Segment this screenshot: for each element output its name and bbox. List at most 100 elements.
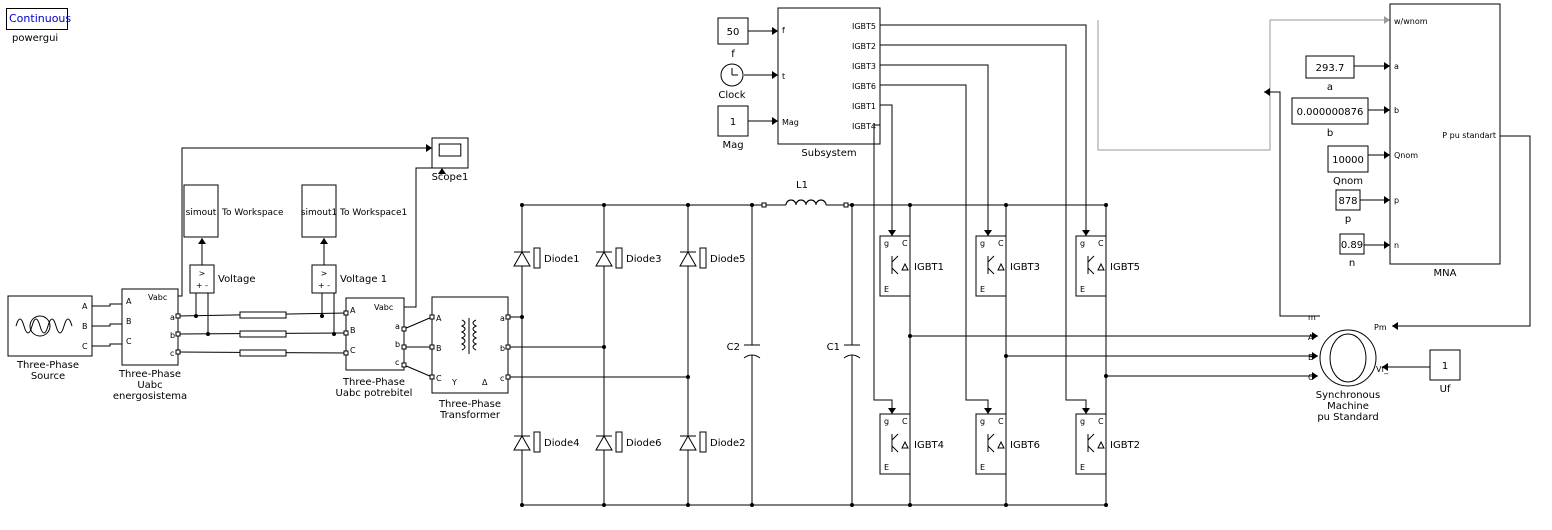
diode6-block[interactable]: Diode6 — [595, 431, 661, 453]
junction — [908, 503, 912, 507]
wire — [880, 44, 1087, 414]
terminal — [343, 330, 349, 336]
diode3-block[interactable]: Diode3 — [595, 247, 661, 269]
diode5-block[interactable]: Diode5 — [679, 247, 745, 269]
voltage-measurement-block[interactable]: >+ -Voltage — [189, 264, 256, 294]
port-label: g — [1080, 417, 1085, 426]
port-label: w/wnom — [1394, 17, 1428, 26]
line-impedance[interactable] — [239, 349, 287, 357]
arrow-icon — [1312, 332, 1318, 340]
snubber — [615, 431, 623, 453]
y-symbol: Y — [451, 378, 457, 387]
terminal — [175, 331, 181, 337]
constant-value: 50 — [727, 27, 740, 38]
arrow-icon — [1384, 196, 1390, 204]
voltage-measurement1-block[interactable]: >+ -Voltage 1 — [311, 264, 387, 294]
diode2-block[interactable]: Diode2 — [679, 431, 745, 453]
constant-uf[interactable]: 1Uf — [1429, 349, 1461, 395]
mna-label: MNA — [1434, 268, 1457, 279]
port-label: C — [1098, 417, 1104, 426]
constant-label: f — [731, 49, 735, 60]
port-label: C — [126, 337, 132, 346]
diode4-block[interactable]: Diode4 — [513, 431, 579, 453]
line-impedance[interactable] — [239, 330, 287, 338]
wire — [880, 24, 1087, 236]
arrow-icon — [888, 408, 896, 414]
constant-value: 878 — [1338, 196, 1357, 207]
port-label: g — [884, 239, 889, 248]
terminal — [505, 344, 511, 350]
scope1-block[interactable]: Scope1 — [431, 137, 469, 183]
block-body — [1389, 3, 1501, 265]
arrow-icon — [984, 230, 992, 236]
snubber — [533, 247, 541, 269]
arrow-icon — [1384, 16, 1390, 24]
port-label: A — [126, 297, 132, 306]
inductor-label: L1 — [796, 180, 808, 191]
arrow-icon — [1312, 372, 1318, 380]
meter1-label: energosistema — [113, 391, 187, 402]
wire — [178, 147, 432, 297]
port-label: IGBT6 — [852, 82, 876, 91]
port-label: C — [1098, 239, 1104, 248]
delta-symbol: Δ — [482, 378, 488, 387]
port-label: c — [395, 358, 399, 367]
port-label: C — [902, 417, 908, 426]
block-body — [777, 7, 881, 145]
powergui-block[interactable]: Continuous — [6, 8, 71, 30]
source-label: Three-Phase — [16, 360, 79, 371]
constant-a[interactable]: 293.7a — [1305, 55, 1355, 93]
igbt-label: IGBT6 — [1010, 440, 1040, 451]
port-label: m — [1308, 313, 1316, 322]
transformer-label: Transformer — [439, 410, 501, 421]
port-label: c — [170, 349, 174, 358]
port-label: g — [1080, 239, 1085, 248]
port-label: t — [782, 72, 785, 81]
line-impedance[interactable] — [239, 311, 287, 319]
winding-icon — [472, 319, 478, 351]
capacitor-c1[interactable]: C1 — [827, 342, 861, 359]
port-label: E — [884, 285, 889, 294]
measure-symbol: > — [199, 269, 206, 278]
diode1-block[interactable]: Diode1 — [513, 247, 579, 269]
capacitor-c2[interactable]: C2 — [727, 342, 761, 359]
constant-n[interactable]: 0.89n — [1339, 233, 1365, 269]
measure-symbol: > — [321, 269, 328, 278]
port-label: b — [170, 331, 175, 340]
wire — [880, 104, 893, 236]
meter2-label: Uabc potrebitel — [336, 388, 413, 399]
wire — [1087, 445, 1095, 453]
constant-f[interactable]: 50 f — [717, 17, 749, 60]
snubber — [533, 431, 541, 453]
junction — [602, 503, 606, 507]
constant-value: 293.7 — [1316, 63, 1345, 74]
inductor-l1[interactable]: L1 — [785, 180, 827, 207]
machine-label: Machine — [1327, 401, 1369, 412]
subsystem-label: Subsystem — [801, 148, 856, 159]
subsystem-block[interactable]: ftMagIGBT5IGBT2IGBT3IGBT6IGBT1IGBT4Subsy… — [777, 7, 881, 159]
block-body — [1305, 55, 1355, 79]
arrow-icon — [888, 230, 896, 236]
terminal — [761, 202, 767, 208]
port-label: P pu standart — [1442, 131, 1496, 140]
